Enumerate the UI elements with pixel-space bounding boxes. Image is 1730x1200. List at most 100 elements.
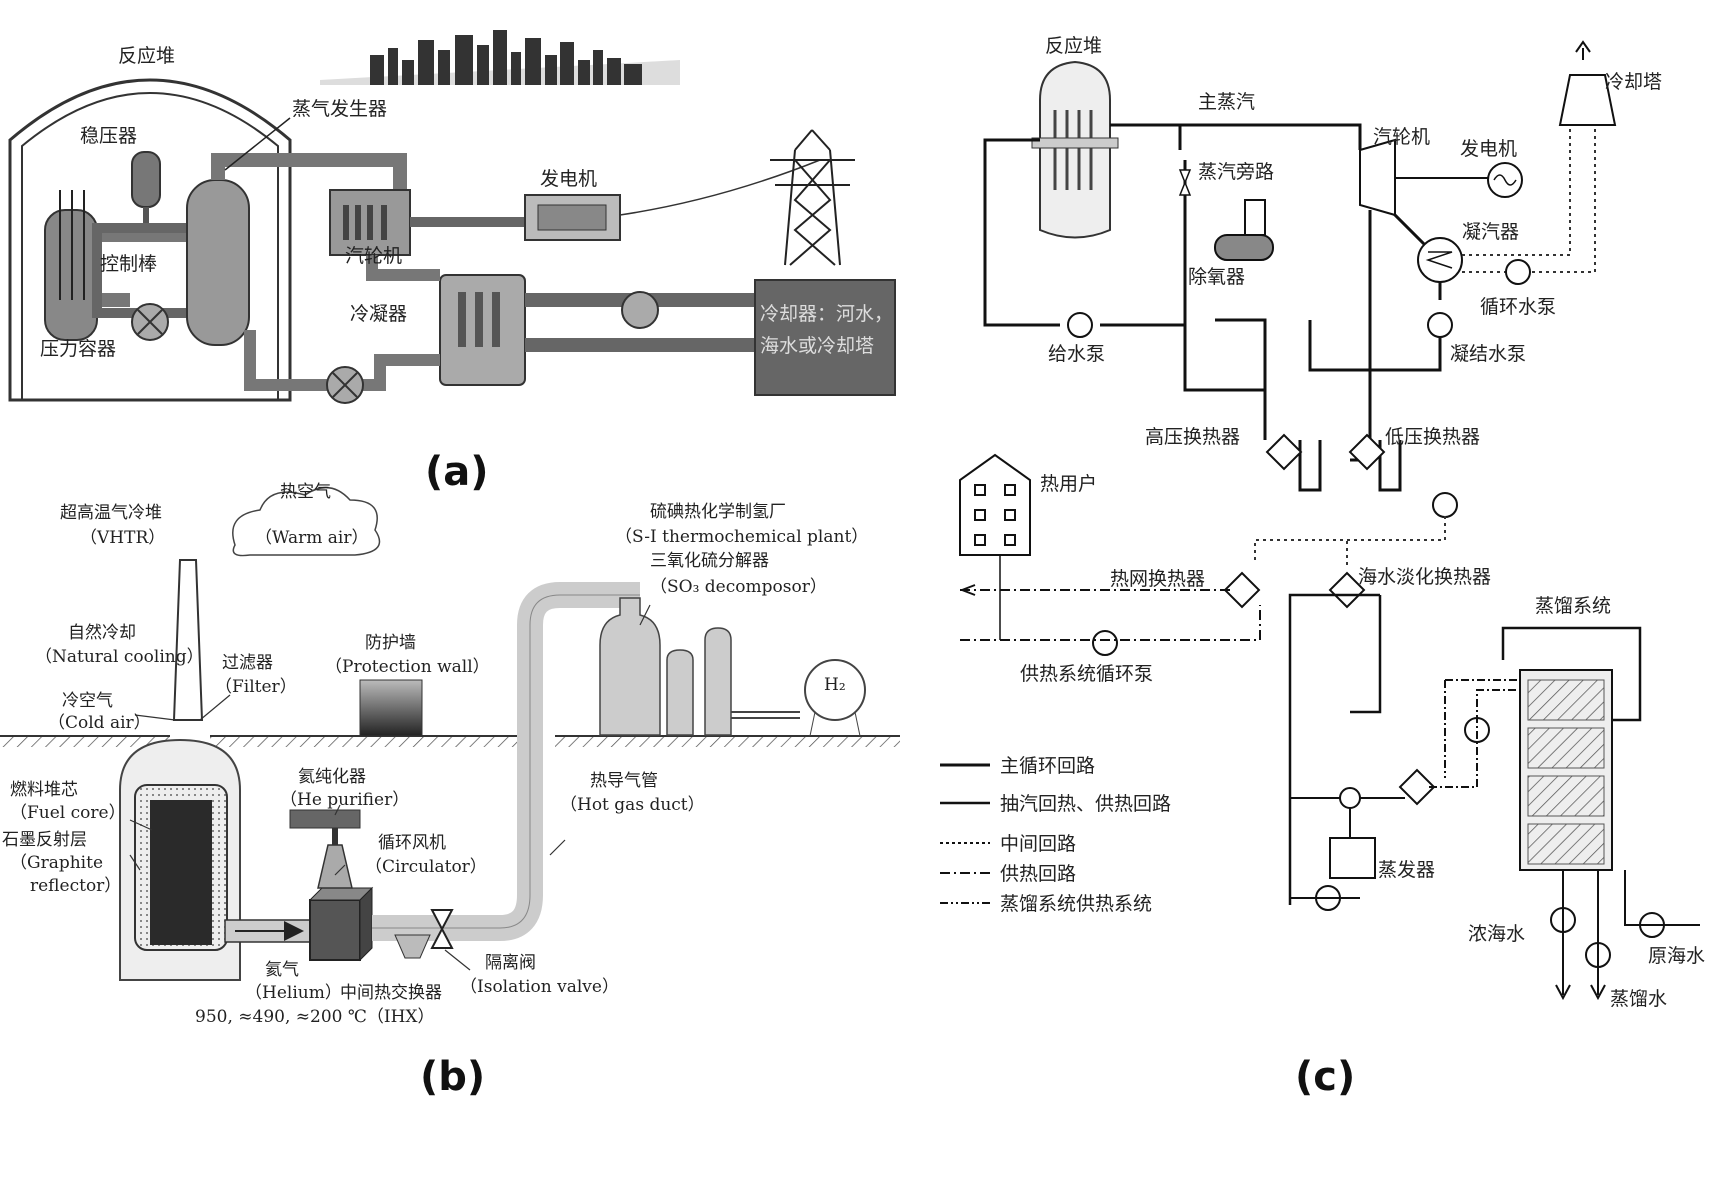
label-b-circulator-en: （Circulator） (365, 857, 487, 877)
label-c-distilled-water: 蒸馏水 (1610, 988, 1667, 1010)
circulator (317, 844, 353, 889)
label-c-heat-supply-pump: 供热系统循环泵 (1020, 663, 1153, 685)
ihx (309, 899, 361, 961)
he-purifier (289, 809, 361, 829)
label-b-hot-air-zh: 热空气 (280, 482, 331, 502)
label-b-natural-cooling-en: （Natural cooling） (35, 647, 204, 667)
label-c-turbine: 汽轮机 (1373, 126, 1430, 148)
si-plant-tanks (599, 597, 732, 736)
label-c-circulating-pump: 循环水泵 (1480, 296, 1556, 318)
label-a-reactor: 反应堆 (118, 45, 175, 67)
label-b-filter-en: （Filter） (215, 677, 297, 697)
c-steam-bypass-valve (1178, 169, 1192, 196)
label-b-si-plant-zh: 硫碘热化学制氢厂 (650, 502, 786, 522)
cooler-box (754, 279, 896, 396)
label-b-temps: 950, ≈490, ≈200 ℃（IHX） (195, 1007, 435, 1027)
label-c-evaporator: 蒸发器 (1378, 859, 1435, 881)
filter-cup (394, 934, 431, 959)
c-reactor-vessel (1039, 60, 1111, 239)
label-b-ihx-zh: 中间热交换器 (340, 983, 442, 1003)
panel-a: 反应堆 稳压器 蒸气发生器 控制棒 压力容器 汽轮机 发电机 冷凝器 冷却器：河… (8, 30, 896, 495)
label-c-cooling-tower: 冷却塔 (1605, 71, 1662, 93)
c-evaporator (1329, 837, 1376, 879)
label-c-lp-heater: 低压换热器 (1385, 426, 1480, 448)
label-c-heat-net-exchanger: 热网换热器 (1110, 568, 1205, 590)
label-b-he-purifier-en: （He purifier） (280, 790, 409, 810)
c-ejector (1339, 787, 1361, 809)
label-b-graphite-en1: （Graphite (10, 853, 103, 873)
c-cooling-tower (1558, 74, 1617, 126)
label-c-condenser: 凝汽器 (1462, 221, 1519, 243)
label-c-feed-pump: 给水泵 (1048, 343, 1105, 365)
label-b-so3-zh: 三氧化硫分解器 (650, 551, 769, 571)
label-b-isolation-valve-zh: 隔离阀 (485, 953, 536, 973)
legend-extraction-loop: 抽汽回热、供热回路 (1000, 793, 1171, 815)
label-b-helium-en: （Helium） (245, 983, 342, 1003)
label-c-steam-bypass: 蒸汽旁路 (1198, 161, 1274, 183)
label-b-graphite-en2: reflector） (30, 876, 121, 896)
label-b-filter-zh: 过滤器 (222, 653, 273, 673)
label-b-helium-zh: 氦气 (265, 960, 299, 980)
label-b-hot-gas-duct-zh: 热导气管 (590, 771, 658, 791)
label-b-cold-air-en: （Cold air） (48, 713, 151, 733)
label-b-vhtr-en: （VHTR） (80, 528, 165, 548)
chimney (172, 559, 204, 721)
legend-heat-supply-loop: 供热回路 (1000, 863, 1076, 885)
city-skyline (320, 30, 680, 85)
label-c-generator: 发电机 (1460, 138, 1517, 160)
label-c-condensate-pump: 凝结水泵 (1450, 343, 1526, 365)
steam-generator (186, 179, 250, 346)
c-turbine (1359, 138, 1396, 217)
h2-sphere (804, 659, 866, 721)
label-b-he-purifier-zh: 氦纯化器 (298, 767, 366, 787)
label-a-pressure-vessel: 压力容器 (40, 338, 116, 360)
label-a-generator: 发电机 (540, 168, 597, 190)
label-b-hot-air-en: （Warm air） (255, 528, 368, 548)
label-c-main-steam: 主蒸汽 (1198, 91, 1255, 113)
c-heaters (1223, 433, 1436, 806)
pressurizer (131, 151, 161, 208)
label-b-graphite-zh: 石墨反射层 (2, 830, 87, 850)
label-b-vhtr-zh: 超高温气冷堆 (60, 503, 162, 523)
label-a-pressurizer: 稳压器 (80, 125, 137, 147)
caption-b: (b) (420, 1054, 485, 1100)
label-b-isolation-valve-en: （Isolation valve） (460, 977, 619, 997)
label-c-hp-heater: 高压换热器 (1145, 426, 1240, 448)
panel-c: 主循环回路 抽汽回热、供热回路 中间回路 供热回路 蒸馏系统供热系统 反应堆 主… (940, 35, 1705, 1100)
legend-main-loop: 主循环回路 (1000, 755, 1095, 777)
label-a-control-rods: 控制棒 (100, 253, 157, 275)
label-b-h2: H₂ (824, 675, 846, 695)
label-c-brine: 浓海水 (1468, 923, 1525, 945)
c-deaerator (1214, 234, 1274, 261)
transmission-tower (770, 129, 855, 266)
label-c-deaerator: 除氧器 (1188, 266, 1245, 288)
label-c-reactor: 反应堆 (1045, 35, 1102, 57)
c-heat-user-building (959, 453, 1031, 556)
label-a-steam-generator: 蒸气发生器 (292, 98, 387, 120)
label-c-desal-exchanger: 海水淡化换热器 (1358, 566, 1491, 588)
label-b-protection-wall-en: （Protection wall） (325, 657, 490, 677)
warm-air-cloud (232, 486, 381, 557)
containment-building (8, 78, 292, 402)
label-a-turbine: 汽轮机 (345, 245, 402, 267)
label-c-distillation-system: 蒸馏系统 (1535, 595, 1611, 617)
label-b-cold-air-zh: 冷空气 (62, 691, 113, 711)
label-b-fuel-core-zh: 燃料堆芯 (10, 780, 78, 800)
label-b-protection-wall-zh: 防护墙 (365, 633, 416, 653)
label-a-cooler-line2: 海水或冷却塔 (760, 335, 874, 357)
legend-distill-heat-supply: 蒸馏系统供热系统 (1000, 893, 1152, 915)
label-c-raw-seawater: 原海水 (1648, 945, 1705, 967)
protection-wall (359, 679, 423, 737)
label-c-heat-user: 热用户 (1040, 473, 1097, 495)
c-condenser (1417, 237, 1463, 283)
caption-c: (c) (1295, 1054, 1355, 1100)
fuel-core (150, 800, 212, 945)
c-legend: 主循环回路 抽汽回热、供热回路 中间回路 供热回路 蒸馏系统供热系统 (940, 755, 1171, 915)
label-b-hot-gas-duct-en: （Hot gas duct） (560, 795, 705, 815)
legend-intermediate-loop: 中间回路 (1000, 833, 1076, 855)
label-b-si-plant-en: （S-I thermochemical plant） (615, 527, 868, 547)
cooling-pump (621, 291, 659, 329)
label-b-circulator-zh: 循环风机 (378, 833, 446, 853)
label-b-so3-en: （SO₃ decomposor） (650, 577, 827, 597)
